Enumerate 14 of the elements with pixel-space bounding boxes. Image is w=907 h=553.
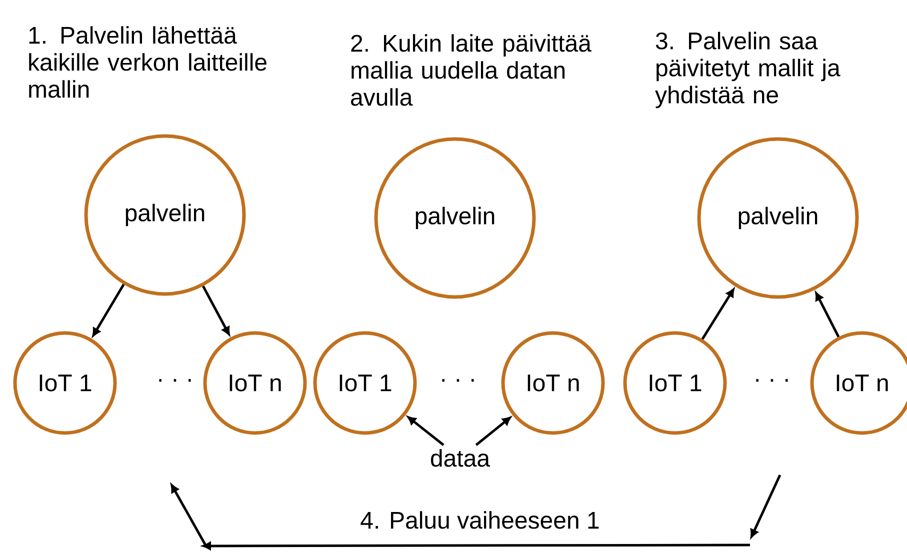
ellipsis: · · · <box>756 379 788 382</box>
step-caption: 2. Kukin laite päivittää mallia uudella datan avulla <box>351 34 592 106</box>
step-caption: 4. Paluu vaiheeseen 1 <box>360 511 599 529</box>
arrow <box>408 416 444 446</box>
step-caption: 3. Palvelin saa päivitetyt mallit ja yhdistää ne <box>655 32 840 108</box>
ellipsis: · · · <box>159 379 191 382</box>
ellipsis: · · · <box>442 379 474 382</box>
arrow <box>92 284 125 336</box>
step-caption: 1. Palvelin lähettää kaikille verkon laitteille mallin <box>29 26 266 98</box>
arrow <box>475 416 511 446</box>
data-label: dataa <box>430 449 490 467</box>
arrow <box>202 286 230 336</box>
arrow <box>815 292 840 338</box>
arrow <box>701 288 734 340</box>
